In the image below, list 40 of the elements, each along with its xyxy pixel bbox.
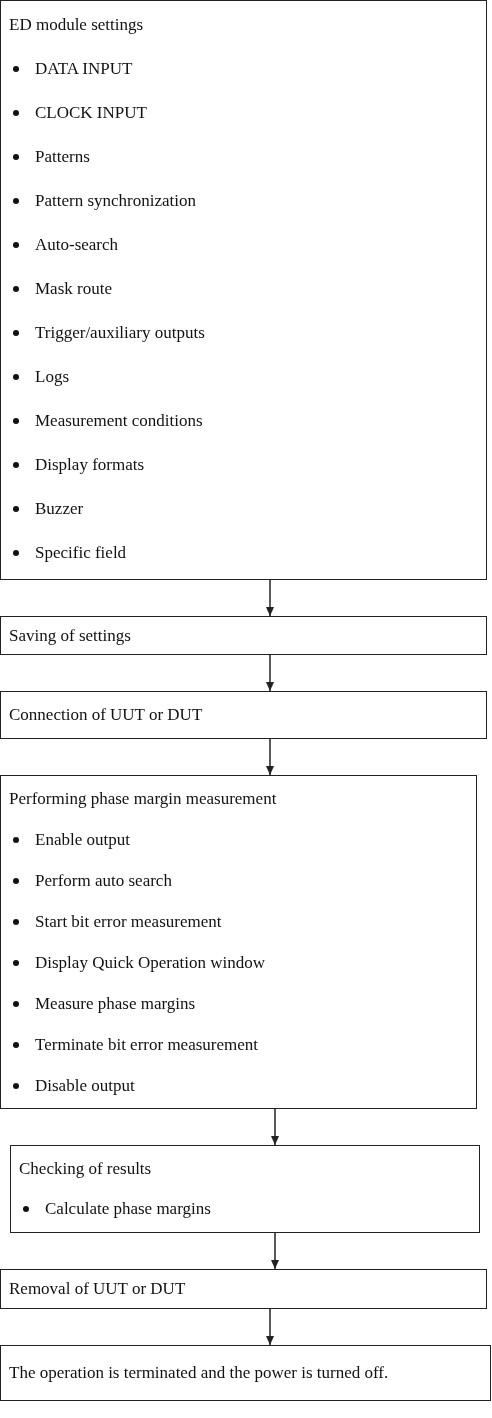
bullet-item: Measurement conditions: [35, 410, 203, 432]
step-heading: Performing phase margin measurement: [9, 788, 278, 810]
arrow: [266, 579, 274, 617]
bullet-item: Terminate bit error measurement: [35, 1034, 259, 1056]
bullet-item: Measure phase margins: [35, 993, 196, 1015]
arrow: [271, 1108, 279, 1146]
bullet-item: Logs: [35, 366, 69, 388]
bullet-item: Display formats: [35, 454, 145, 476]
step-heading: The operation is terminated and the power is turned off.: [9, 1363, 390, 1383]
process-box: [10, 1145, 480, 1233]
bullet-item: Trigger/auxiliary outputs: [35, 322, 205, 344]
bullet-item: Mask route: [35, 278, 112, 300]
step-heading: Removal of UUT or DUT: [9, 1278, 187, 1300]
bullet-item: Specific field: [35, 542, 127, 564]
arrow: [266, 654, 274, 692]
bullet-item: Perform auto search: [35, 870, 172, 892]
process-box: [0, 616, 487, 655]
step-heading: ED module settings: [9, 14, 145, 36]
bullet-item: DATA INPUT: [35, 58, 133, 80]
bullet-item: Display Quick Operation window: [35, 952, 265, 974]
process-box: [0, 1345, 491, 1401]
bullet-item: Buzzer: [35, 498, 84, 520]
step-heading: Connection of UUT or DUT: [9, 704, 204, 726]
step-heading: Checking of results: [19, 1158, 153, 1180]
bullet-item: Auto-search: [35, 234, 119, 256]
bullet-item: CLOCK INPUT: [35, 102, 147, 124]
arrow: [271, 1232, 279, 1270]
bullet-item: Start bit error measurement: [35, 911, 222, 933]
bullet-item: Enable output: [35, 829, 130, 851]
bullet-item: Patterns: [35, 146, 90, 168]
bullet-item: Pattern synchronization: [35, 190, 196, 212]
arrow: [266, 738, 274, 776]
arrow: [266, 1308, 274, 1346]
step-heading: Saving of settings: [9, 624, 132, 647]
bullet-item: Calculate phase margins: [45, 1198, 211, 1220]
bullet-item: Disable output: [35, 1075, 135, 1097]
process-box: [0, 0, 487, 580]
process-box: [0, 1269, 487, 1309]
process-box: [0, 691, 487, 739]
process-box: [0, 775, 477, 1109]
